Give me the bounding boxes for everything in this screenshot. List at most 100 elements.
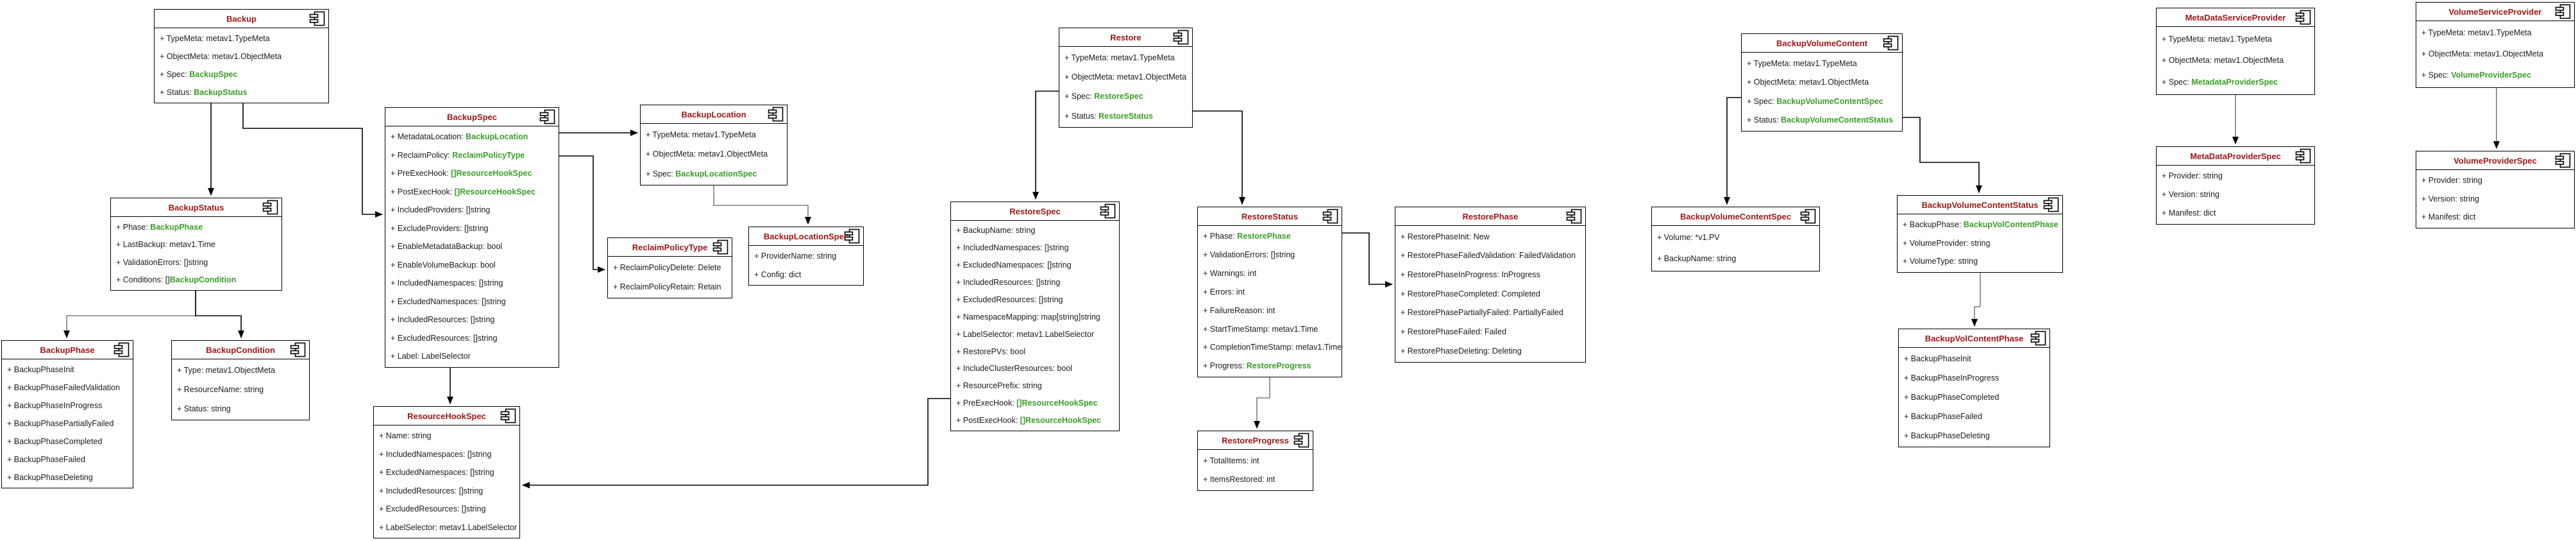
class-title-bar: Backup <box>155 10 328 28</box>
uml-component-icon <box>2043 197 2059 212</box>
attribute-row: + IncludeClusterResources: bool <box>951 365 1119 373</box>
attribute-label: + ObjectMeta: metav1.ObjectMeta <box>2162 56 2284 65</box>
attribute-label: + ExcludedNamespaces: []string <box>391 296 506 306</box>
attribute-row: + TypeMeta: metav1.TypeMeta <box>155 35 328 43</box>
attribute-row: + TypeMeta: metav1.TypeMeta <box>1742 59 1902 68</box>
attribute-row: + ReclaimPolicyRetain: Retain <box>608 283 732 291</box>
attribute-label: + Status: <box>1747 116 1781 125</box>
class-title: ReclaimPolicyType <box>632 242 708 252</box>
class-restore-status[interactable]: RestoreStatus + Phase: RestorePhase + Val… <box>1197 207 1342 377</box>
class-backup-condition[interactable]: BackupCondition + Type: metav1.ObjectMet… <box>171 340 310 420</box>
attribute-row: + PreExecHook: []ResourceHookSpec <box>385 169 559 178</box>
class-backup-phase[interactable]: BackupPhase + BackupPhaseInit+ BackupPha… <box>1 340 133 488</box>
attribute-label: + Spec: <box>1747 96 1777 106</box>
connector-restore-to-restore-spec <box>1032 90 1059 200</box>
class-title: ResourceHookSpec <box>407 411 486 421</box>
class-backup-location-spec[interactable]: BackupLocationSpec + ProviderName: strin… <box>748 227 864 286</box>
attribute-label: + TypeMeta: metav1.TypeMeta <box>1065 53 1175 62</box>
attribute-row: + ObjectMeta: metav1.ObjectMeta <box>1059 73 1192 82</box>
attribute-label: + ObjectMeta: metav1.ObjectMeta <box>2421 49 2544 59</box>
class-title-bar: RestoreStatus <box>1198 207 1342 226</box>
class-restore-spec[interactable]: RestoreSpec + BackupName: string + Includ… <box>950 202 1120 431</box>
attribute-row: + Phase: BackupPhase <box>111 223 282 232</box>
class-restore-progress[interactable]: RestoreProgress + TotalItems: int+ Items… <box>1197 431 1313 491</box>
attribute-label: + VolumeProvider: string <box>1903 238 1991 248</box>
attribute-label: + ExcludedNamespaces: []string <box>379 468 494 477</box>
attribute-row: + FailureReason: int <box>1198 306 1342 315</box>
attribute-label: + BackupPhaseCompleted <box>7 436 103 446</box>
attribute-label: + PostExecHook: <box>391 187 455 196</box>
attribute-label: + IncludedResources: []string <box>391 315 495 325</box>
attribute-label: + BackupPhaseFailed <box>1904 411 1982 421</box>
attribute-row: + ExcludedNamespaces: []string <box>374 468 519 477</box>
class-attributes: + BackupName: string + IncludedNamespaces… <box>951 221 1119 431</box>
uml-component-icon <box>114 342 130 357</box>
class-backup[interactable]: Backup + TypeMeta: metav1.TypeMeta+ Obje… <box>154 9 329 103</box>
class-metadata-service-provider[interactable]: MetaDataServiceProvider + TypeMeta: meta… <box>2156 8 2315 95</box>
class-volume-provider-spec[interactable]: VolumeProviderSpec + Provider: string+ V… <box>2416 151 2575 228</box>
attribute-label: + Spec: <box>1065 92 1095 101</box>
class-title: BackupLocation <box>681 109 746 119</box>
attribute-type-ref: BackupSpec <box>189 69 238 79</box>
attribute-row: + PostExecHook: []ResourceHookSpec <box>951 416 1119 425</box>
attribute-row: + BackupPhaseInProgress <box>2 402 133 410</box>
class-backup-status[interactable]: BackupStatus + Phase: BackupPhase+ LastB… <box>110 198 282 291</box>
class-title-bar: BackupVolContentPhase <box>1899 329 2050 348</box>
attribute-label: + Config: dict <box>754 270 802 279</box>
attribute-label: + ExcludedNamespaces: []string <box>956 261 1072 270</box>
class-restore[interactable]: Restore + TypeMeta: metav1.TypeMeta + Obj… <box>1059 28 1193 128</box>
attribute-label: + BackupPhaseInit <box>1904 354 1971 363</box>
class-metadata-provider-spec[interactable]: MetaDataProviderSpec + Provider: string+… <box>2156 146 2315 225</box>
uml-component-icon <box>1566 209 1582 224</box>
attribute-label: + TypeMeta: metav1.TypeMeta <box>2162 34 2272 44</box>
attribute-label: + RestorePhaseFailed: Failed <box>1401 327 1507 337</box>
attribute-type-ref: RestorePhase <box>1237 232 1291 241</box>
class-title: Backup <box>226 13 257 24</box>
attribute-type-ref: BackupStatus <box>194 87 248 97</box>
attribute-row: + Phase: RestorePhase <box>1198 232 1342 241</box>
class-backup-location[interactable]: BackupLocation + TypeMeta: metav1.TypeMe… <box>640 105 787 185</box>
attribute-label: + EnableMetadataBackup: bool <box>391 242 503 252</box>
uml-component-icon <box>309 11 325 26</box>
attribute-row: + Provider: string <box>2416 176 2574 185</box>
class-reclaim-policy-type[interactable]: ReclaimPolicyType + ReclaimPolicyDelete:… <box>607 237 732 298</box>
attribute-row: + BackupPhaseInProgress <box>1899 374 2050 382</box>
class-backup-vol-content-phase[interactable]: BackupVolContentPhase + BackupPhaseInit +… <box>1898 329 2050 447</box>
attribute-label: + Spec: <box>2421 71 2452 80</box>
class-backup-volume-content[interactable]: BackupVolumeContent + TypeMeta: metav1.T… <box>1741 33 1903 132</box>
attribute-label: + LabelSelector: metav1.LabelSelector <box>956 329 1095 339</box>
attribute-label: + ExcludedResources: []string <box>391 333 498 343</box>
class-title: Restore <box>1110 32 1141 42</box>
class-volume-service-provider[interactable]: VolumeServiceProvider + TypeMeta: metav1… <box>2416 2 2575 88</box>
class-attributes: + TypeMeta: metav1.TypeMeta+ ObjectMeta:… <box>1742 53 1902 131</box>
class-title: BackupSpec <box>446 112 498 122</box>
class-backup-spec[interactable]: BackupSpec + MetadataLocation: BackupLoc… <box>385 107 559 368</box>
class-restore-phase[interactable]: RestorePhase + RestorePhaseInit: New+ Re… <box>1395 207 1586 363</box>
class-title: BackupVolumeContentSpec <box>1679 211 1792 221</box>
class-backup-volume-content-status[interactable]: BackupVolumeContentStatus + BackupPhase:… <box>1897 195 2063 273</box>
attribute-row: + RestorePVs: bool <box>951 347 1119 356</box>
class-title-bar: BackupVolumeContent <box>1742 34 1902 53</box>
attribute-row: + BackupName: string <box>951 227 1119 235</box>
attribute-label: + IncludedNamespaces: []string <box>391 279 503 288</box>
class-title: RestoreStatus <box>1241 211 1299 221</box>
class-title-bar: RestoreSpec <box>951 202 1119 221</box>
attribute-label: + ProviderName: string <box>754 252 837 261</box>
attribute-label: + RestorePhaseInProgress: InProgress <box>1401 270 1540 279</box>
attribute-row: + ExcludedNamespaces: []string <box>951 261 1119 270</box>
attribute-row: + Version: string <box>2416 194 2574 203</box>
attribute-row: + LabelSelector: metav1.LabelSelector <box>374 523 519 532</box>
class-title-bar: BackupSpec <box>385 108 559 126</box>
class-attributes: + Provider: string+ Version: string+ Man… <box>2416 170 2574 228</box>
attribute-row: + ExcludedResources: []string <box>951 296 1119 304</box>
attribute-row: + BackupPhasePartiallyFailed <box>2 420 133 428</box>
attribute-label: + IncludedNamespaces: []string <box>956 243 1069 253</box>
attribute-row: + EnableMetadataBackup: bool <box>385 243 559 251</box>
attribute-row: + RestorePhaseDeleting: Deleting <box>1395 347 1585 356</box>
class-resource-hook-spec[interactable]: ResourceHookSpec + Name: string+ Include… <box>373 406 520 538</box>
attribute-row: + EnableVolumeBackup: bool <box>385 261 559 270</box>
attribute-row: + StartTimeStamp: metav1.Time <box>1198 325 1342 334</box>
class-backup-volume-content-spec[interactable]: BackupVolumeContentSpec + Volume: *v1.PV… <box>1651 207 1820 271</box>
attribute-label: + IncludedNamespaces: []string <box>379 449 492 459</box>
attribute-row: + ValidationErrors: []string <box>1198 251 1342 259</box>
